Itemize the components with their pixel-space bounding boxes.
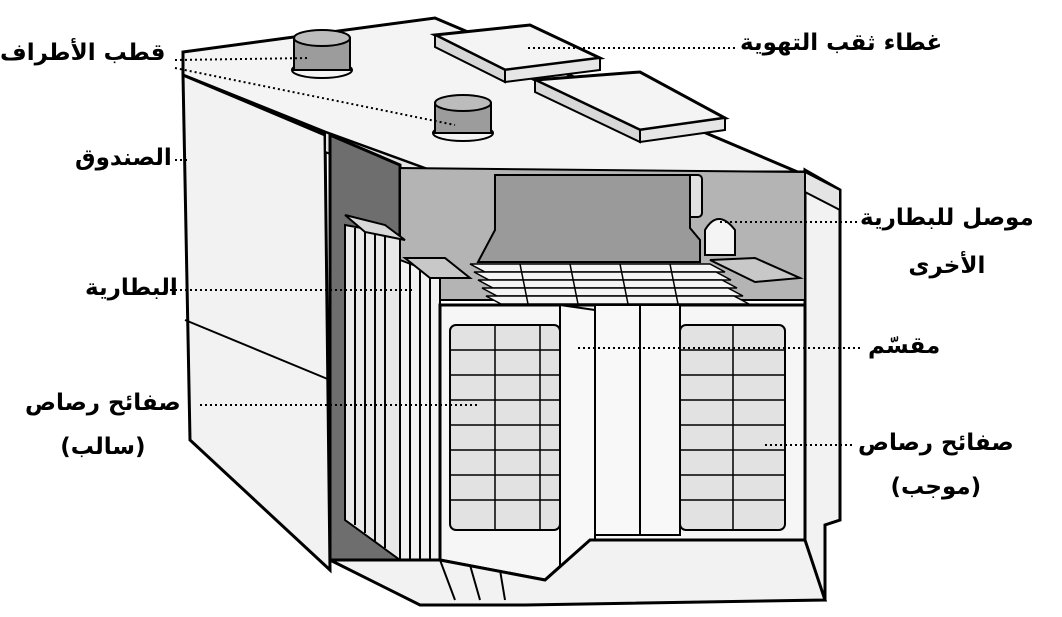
base-ribs bbox=[439, 559, 506, 601]
label-battery: البطارية bbox=[85, 275, 178, 301]
label-positive-line1: صفائح رصاص bbox=[858, 430, 1014, 456]
label-case: الصندوق bbox=[75, 145, 172, 171]
case-right-wall bbox=[803, 167, 842, 602]
negative-strap bbox=[344, 214, 406, 241]
negative-plate-stack bbox=[344, 223, 401, 562]
positive-grid-lines bbox=[680, 325, 785, 530]
label-vent-cap: غطاء ثقب التهوية bbox=[740, 30, 943, 56]
case-base bbox=[329, 538, 828, 607]
label-terminal-posts: قطب الأطراف bbox=[0, 40, 166, 66]
label-negative-line1: صفائح رصاص bbox=[25, 390, 181, 416]
case-left-wall bbox=[181, 72, 332, 574]
label-positive-line2: (موجب) bbox=[890, 474, 982, 501]
separator-panel bbox=[559, 303, 596, 578]
label-positive-plates: صفائح رصاص (موجب) bbox=[858, 430, 1014, 501]
separator-strips bbox=[469, 263, 750, 305]
connector-arch bbox=[704, 218, 736, 256]
leader-lines bbox=[170, 47, 860, 446]
busbar-funnel bbox=[476, 174, 701, 263]
label-negative-plates: صفائح رصاص (سالب) bbox=[25, 390, 181, 461]
separator-column-2 bbox=[639, 304, 681, 536]
vent-cap-1 bbox=[429, 23, 606, 84]
label-connector-line2: الأخرى bbox=[908, 253, 986, 280]
label-connector-line1: موصل للبطارية bbox=[860, 205, 1034, 231]
terminal-post-1 bbox=[291, 29, 353, 79]
middle-strap bbox=[402, 257, 473, 279]
positive-strap bbox=[709, 256, 804, 284]
vent-cap-2 bbox=[529, 70, 730, 144]
label-connector: موصل للبطارية الأخرى bbox=[860, 205, 1034, 280]
negative-plate-lines bbox=[354, 228, 386, 548]
case-left-groove bbox=[184, 319, 331, 381]
terminal-post-2 bbox=[432, 94, 494, 142]
label-negative-line2: (سالب) bbox=[60, 434, 146, 461]
negative-grid-lines bbox=[450, 325, 560, 530]
label-separator: مقسّم bbox=[868, 333, 941, 359]
middle-plate-lines bbox=[409, 264, 431, 560]
separator-column-1 bbox=[594, 304, 641, 536]
